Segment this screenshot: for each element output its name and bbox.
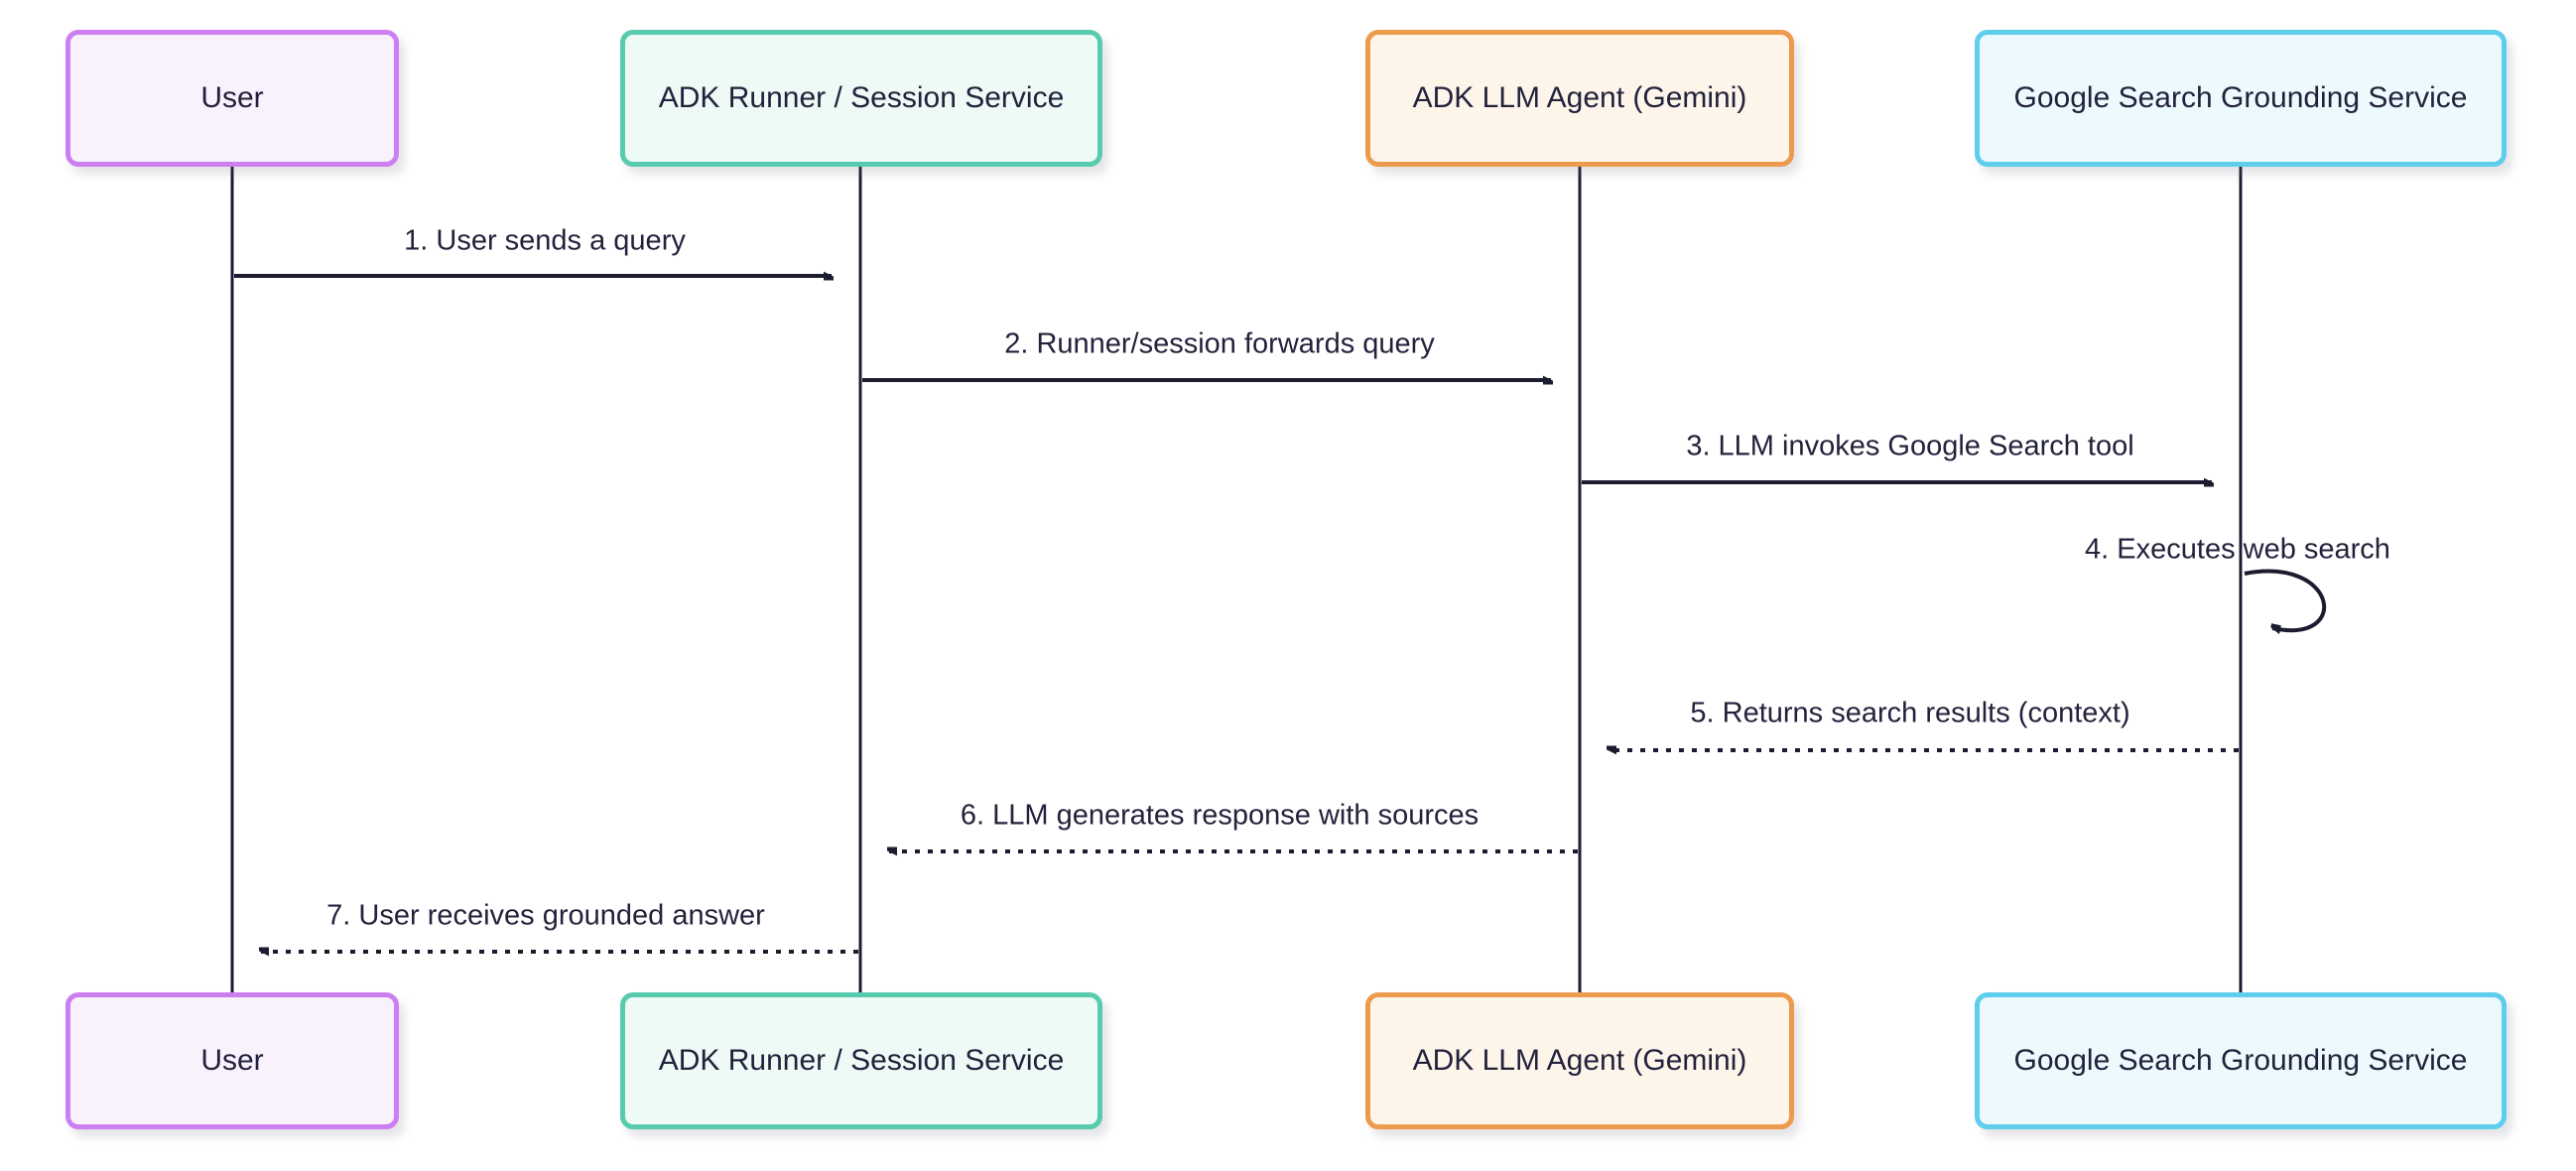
actor-box-user-bottom: User	[65, 992, 399, 1129]
message-label-3: 3. LLM invokes Google Search tool	[1686, 430, 2134, 462]
actor-box-adk-llm-agent-top: ADK LLM Agent (Gemini)	[1365, 30, 1794, 167]
actor-box-user-top: User	[65, 30, 399, 167]
actor-label-google-search: Google Search Grounding Service	[2013, 81, 2468, 114]
message-label-5: 5. Returns search results (context)	[1690, 697, 2130, 729]
message-label-2: 2. Runner/session forwards query	[1004, 327, 1435, 360]
arrow-4-self-loop-web-search	[2244, 569, 2326, 631]
actor-label-google-search-bottom: Google Search Grounding Service	[2013, 1044, 2468, 1077]
actor-label-user: User	[200, 81, 264, 114]
message-label-7: 7. User receives grounded answer	[326, 899, 765, 932]
message-label-6: 6. LLM generates response with sources	[960, 799, 1480, 832]
actor-label-adk-runner-bottom: ADK Runner / Session Service	[658, 1044, 1065, 1077]
actor-label-user-bottom: User	[200, 1044, 264, 1077]
actor-box-google-search-top: Google Search Grounding Service	[1975, 30, 2507, 167]
message-label-4: 4. Executes web search	[2085, 533, 2390, 566]
actor-label-adk-llm-agent-bottom: ADK LLM Agent (Gemini)	[1412, 1044, 1747, 1077]
actor-label-adk-llm-agent: ADK LLM Agent (Gemini)	[1412, 81, 1747, 114]
actor-box-adk-llm-agent-bottom: ADK LLM Agent (Gemini)	[1365, 992, 1794, 1129]
actor-box-google-search-bottom: Google Search Grounding Service	[1975, 992, 2507, 1129]
actor-label-adk-runner: ADK Runner / Session Service	[658, 81, 1065, 114]
message-label-1: 1. User sends a query	[404, 224, 686, 257]
actor-box-adk-runner-bottom: ADK Runner / Session Service	[620, 992, 1102, 1129]
actor-box-adk-runner-top: ADK Runner / Session Service	[620, 30, 1102, 167]
